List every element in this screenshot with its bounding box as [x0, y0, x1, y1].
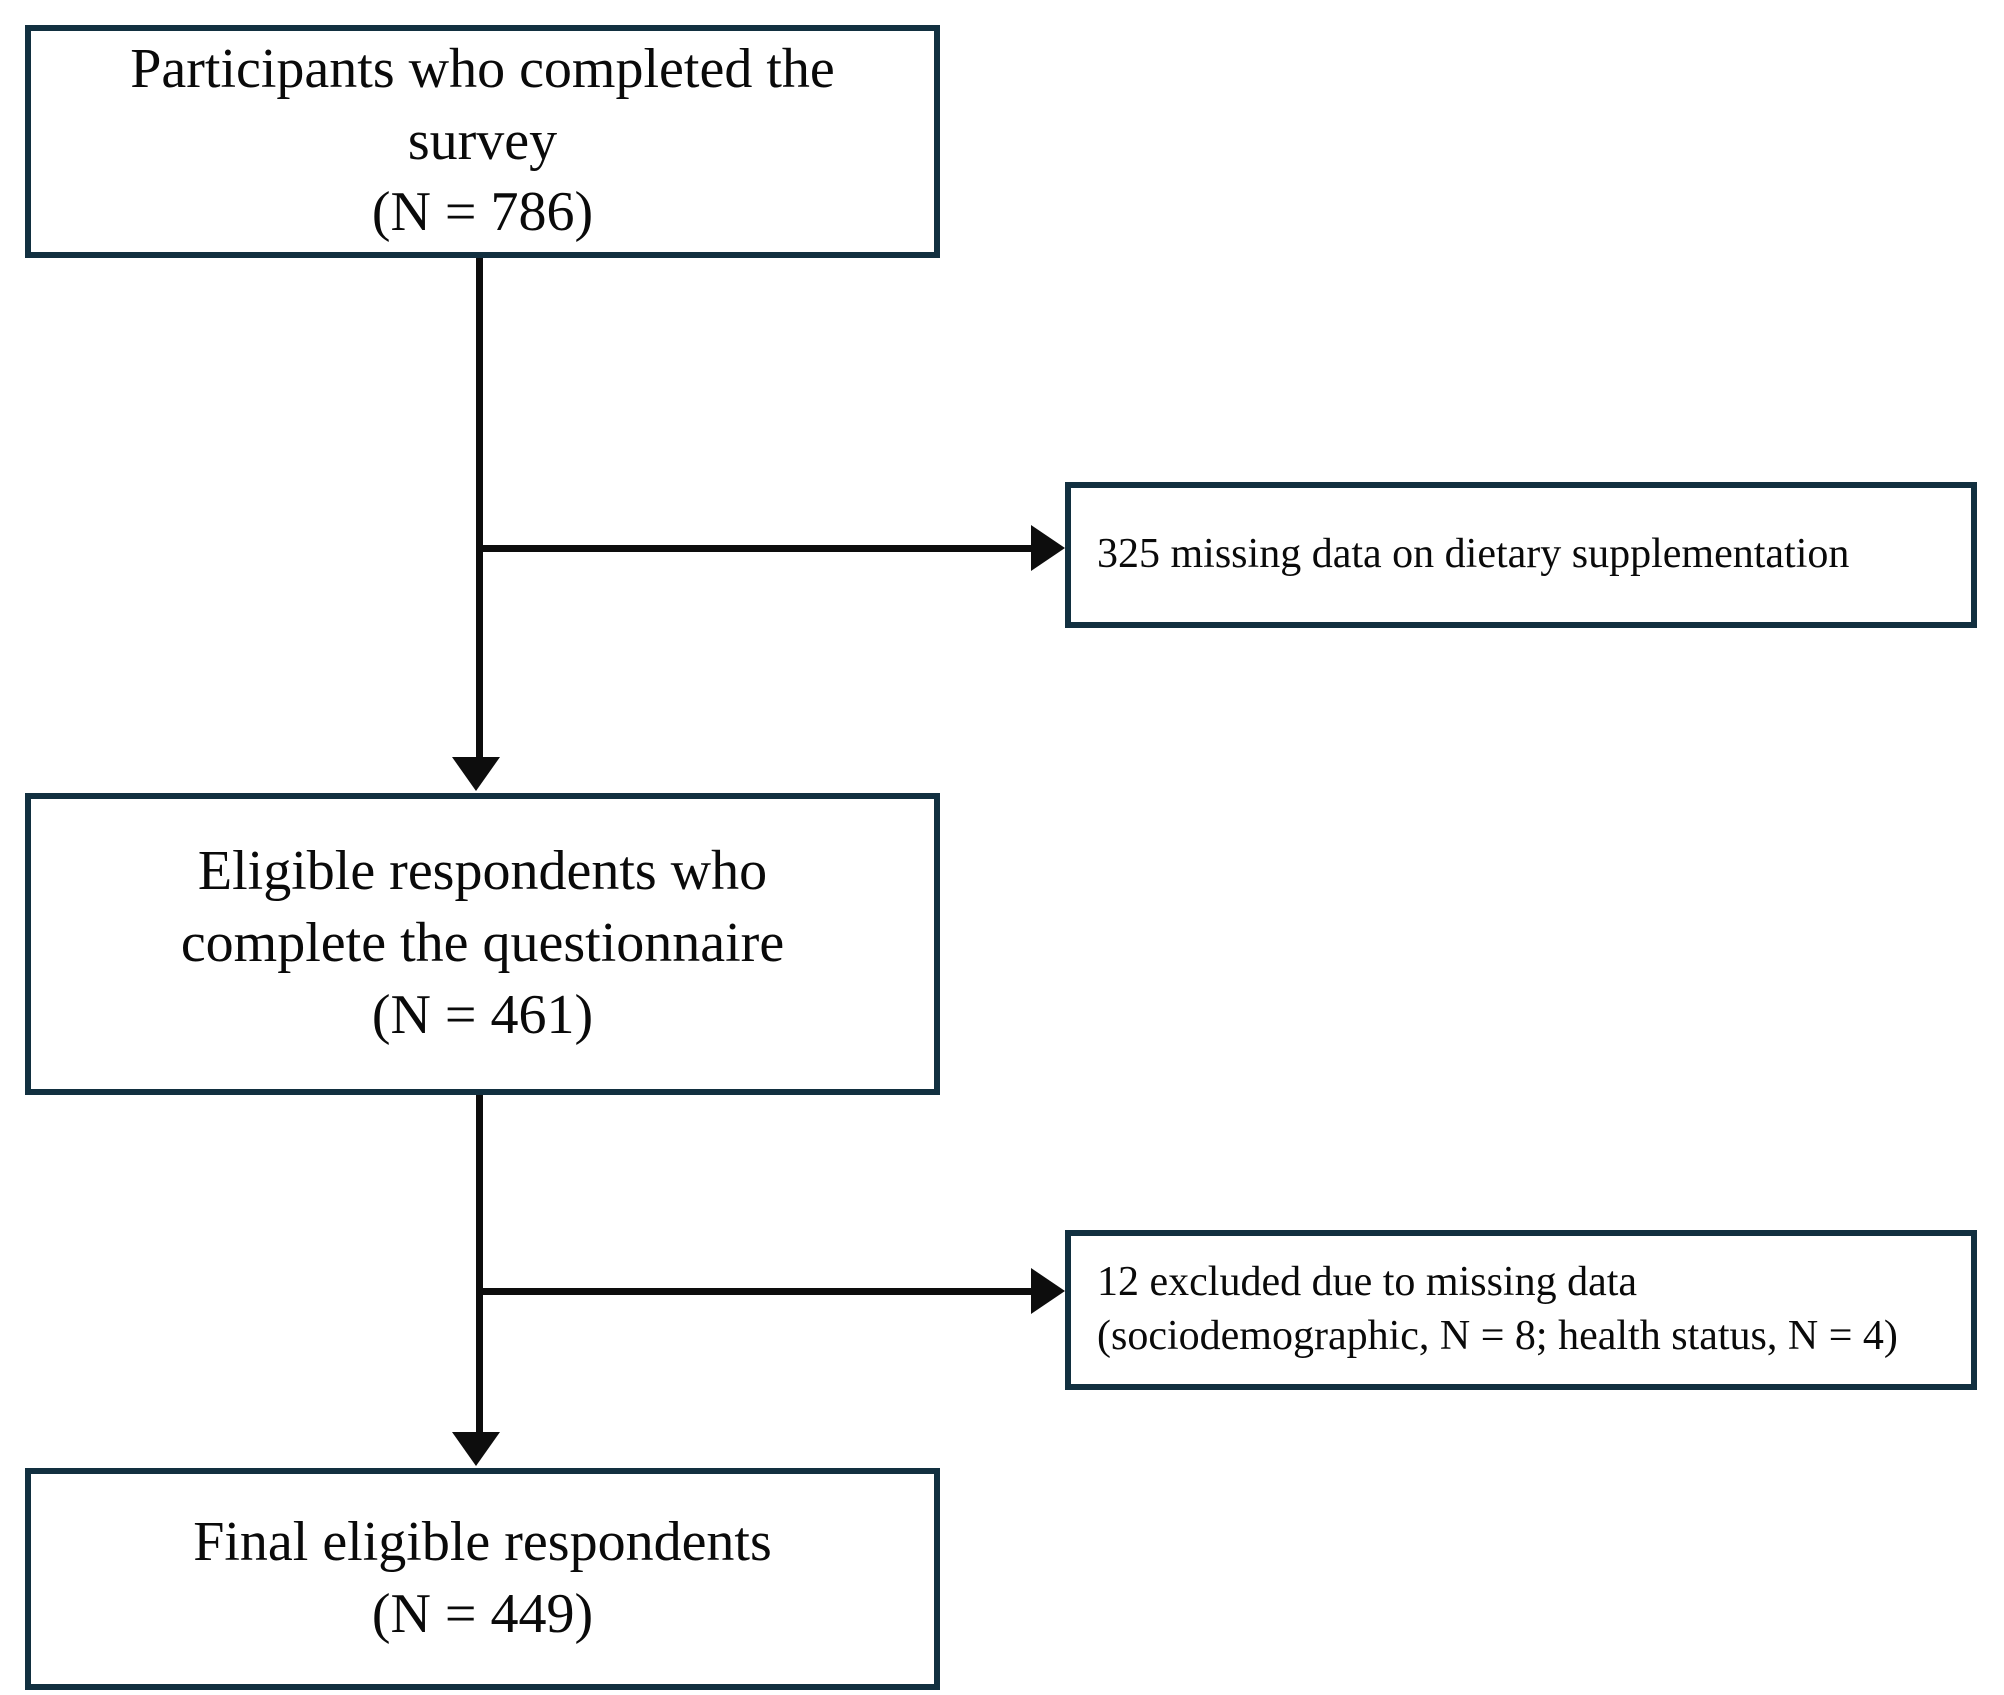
node-missing-data-supplementation: 325 missing data on dietary supplementat…: [1065, 482, 1977, 628]
node-participants-completed-survey-label: Participants who completed the survey (N…: [130, 37, 835, 244]
arrow-down-icon-eligible-to-final: [452, 1432, 500, 1466]
connector-participants-to-eligible-line: [476, 258, 483, 761]
node-eligible-respondents-label: Eligible respondents who complete the qu…: [180, 840, 785, 1046]
connector-participants-to-missing-line: [476, 545, 1037, 552]
arrow-right-icon-eligible-to-excluded: [1031, 1268, 1065, 1314]
node-eligible-respondents: Eligible respondents who complete the qu…: [25, 793, 940, 1095]
node-participants-completed-survey: Participants who completed the survey (N…: [25, 25, 940, 258]
arrow-down-icon-participants-to-eligible: [452, 757, 500, 791]
node-final-eligible-respondents-label: Final eligible respondents (N = 449): [193, 1511, 772, 1645]
connector-eligible-to-excluded-line: [476, 1288, 1037, 1295]
node-excluded-missing-data: 12 excluded due to missing data (sociode…: [1065, 1230, 1977, 1390]
node-missing-data-supplementation-label: 325 missing data on dietary supplementat…: [1097, 531, 1850, 578]
node-excluded-missing-data-label: 12 excluded due to missing data (sociode…: [1097, 1259, 1898, 1359]
connector-eligible-to-final-line: [476, 1095, 483, 1436]
node-final-eligible-respondents: Final eligible respondents (N = 449): [25, 1468, 940, 1690]
arrow-right-icon-participants-to-missing: [1031, 525, 1065, 571]
